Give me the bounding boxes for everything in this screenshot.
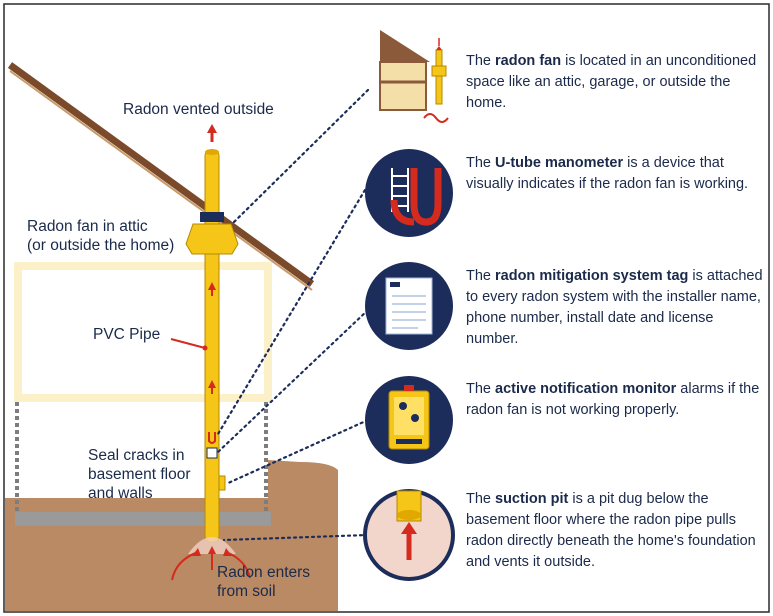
fan-collar xyxy=(200,212,224,222)
house-fan-icon xyxy=(379,30,449,123)
callout-term: U-tube manometer xyxy=(495,155,624,171)
callout-term: radon fan xyxy=(495,53,562,69)
callout-text-post: is a pit dug below the basement floor wh… xyxy=(466,491,756,570)
roof xyxy=(7,62,315,287)
pipe-manometer xyxy=(208,432,216,444)
roof-edge xyxy=(9,70,313,291)
pipe-monitor xyxy=(218,475,226,491)
callout-suction-pit: The suction pit is a pit dug below the b… xyxy=(466,489,766,573)
callout-text-post: is located in an unconditioned space lik… xyxy=(466,53,757,111)
suction-pit-icon xyxy=(363,489,455,581)
fan-in-attic-label: Radon fan in attic (or outside the home) xyxy=(27,217,174,255)
soil xyxy=(5,460,338,611)
fan-label-line-1: Radon fan in attic xyxy=(27,218,148,235)
callout-notification-monitor: The active notification monitor alarms i… xyxy=(466,379,766,421)
vented-outside-label: Radon vented outside xyxy=(123,101,274,118)
callout-text-pre: The xyxy=(466,381,496,397)
floor-interior xyxy=(22,270,264,394)
pvc-pointer xyxy=(170,338,206,349)
callout-text-pre: The xyxy=(466,155,496,171)
radon-enters-label: Radon enters from soil xyxy=(217,563,310,601)
enters-label-line-2: from soil xyxy=(217,583,276,600)
basement-slab xyxy=(15,512,271,526)
callout-text-pre: The xyxy=(466,268,496,284)
seal-label-line-3: and walls xyxy=(88,485,153,502)
seal-label-line-2: basement floor xyxy=(88,466,191,483)
callout-manometer: The U-tube manometer is a device that vi… xyxy=(466,153,766,195)
seal-cracks-label: Seal cracks in basement floor and walls xyxy=(88,446,191,503)
callout-term: active notification monitor xyxy=(495,381,677,397)
radon-fan xyxy=(185,223,239,255)
fan-label-line-2: (or outside the home) xyxy=(27,237,175,254)
callout-text-post: is attached to every radon system with t… xyxy=(466,268,763,347)
callout-term: radon mitigation system tag xyxy=(495,268,689,284)
pvc-pipe-label: PVC Pipe xyxy=(93,326,161,343)
callout-system-tag: The radon mitigation system tag is attac… xyxy=(466,266,766,350)
pvc-pipe xyxy=(204,149,220,543)
pipe-top xyxy=(205,149,219,155)
manometer-icon xyxy=(365,149,453,237)
enters-label-line-1: Radon enters xyxy=(217,564,311,581)
callout-term: suction pit xyxy=(495,491,569,507)
flow-arrows xyxy=(208,282,216,394)
notification-monitor-icon xyxy=(365,376,453,464)
vent-arrow xyxy=(207,124,217,142)
callout-radon-fan: The radon fan is located in an unconditi… xyxy=(466,51,766,114)
callout-connectors xyxy=(216,88,370,542)
seal-label-line-1: Seal cracks in xyxy=(88,447,185,464)
outer-border xyxy=(3,3,770,613)
callout-text-post: is a device that visually indicates if t… xyxy=(466,155,749,192)
pipe-tag xyxy=(206,447,218,459)
system-tag-icon xyxy=(365,262,453,350)
callout-text-post: alarms if the radon fan is not working p… xyxy=(466,381,760,418)
callout-text-pre: The xyxy=(466,491,496,507)
callout-text-pre: The xyxy=(466,53,496,69)
suction-pit-glow xyxy=(188,537,236,554)
